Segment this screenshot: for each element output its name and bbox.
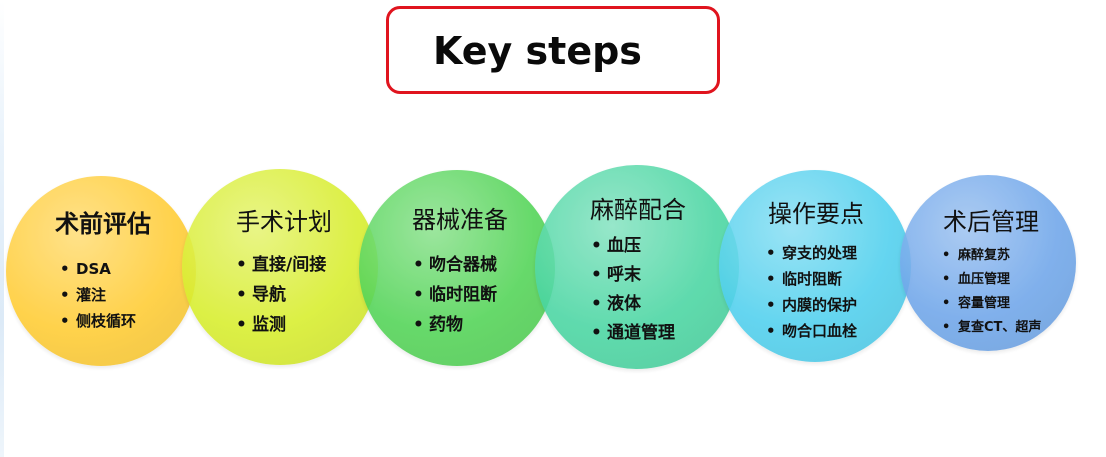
bullet-icon: • [766, 244, 776, 262]
step-item-label: 临时阻断 [782, 270, 843, 288]
step-item-label: 容量管理 [958, 296, 1011, 311]
step-item-label: 麻醉复苏 [958, 248, 1011, 263]
bullet-icon: • [413, 315, 424, 335]
step-title-3: 器械准备 [412, 206, 508, 234]
bullet-icon: • [942, 248, 951, 263]
step-item: • 复查CT、超声 [940, 316, 1041, 340]
step-circle-6 [900, 175, 1076, 351]
bullet-icon: • [942, 272, 951, 287]
bullet-icon: • [60, 260, 70, 278]
step-item-label: 复查CT、超声 [958, 320, 1042, 335]
step-title-4: 麻醉配合 [590, 196, 686, 224]
bullet-icon: • [236, 255, 247, 275]
step-item-label: 吻合器械 [429, 255, 497, 275]
step-item: •导航 [234, 280, 326, 310]
bullet-icon: • [766, 296, 776, 314]
step-items-1: • DSA • 灌注 • 侧枝循环 [58, 256, 136, 334]
step-circle-5 [719, 170, 911, 362]
bullet-icon: • [413, 255, 424, 275]
step-item: • 吻合口血栓 [764, 318, 857, 344]
step-item-label: 吻合口血栓 [782, 322, 858, 340]
bullet-icon: • [591, 265, 602, 285]
bullet-icon: • [591, 323, 602, 343]
step-item: •血压 [589, 232, 675, 261]
step-item-label: 液体 [607, 294, 641, 314]
bullet-icon: • [591, 294, 602, 314]
step-item: •吻合器械 [411, 250, 497, 280]
step-item-label: 临时阻断 [429, 285, 497, 305]
step-item-label: 监测 [252, 315, 286, 335]
step-title-6: 术后管理 [943, 208, 1039, 236]
step-title-5: 操作要点 [768, 200, 864, 228]
step-items-2: •直接/间接•导航•监测 [234, 250, 326, 340]
bullet-icon: • [766, 270, 776, 288]
step-item-label: 侧枝循环 [76, 312, 137, 330]
step-item-label: 穿支的处理 [782, 244, 858, 262]
bullet-icon: • [591, 236, 602, 256]
left-edge-accent [0, 0, 4, 457]
step-circle-3 [359, 170, 555, 366]
bullet-icon: • [766, 322, 776, 340]
step-item: • 侧枝循环 [58, 308, 136, 334]
bullet-icon: • [60, 312, 70, 330]
bullet-icon: • [60, 286, 70, 304]
step-items-6: • 麻醉复苏 • 血压管理 • 容量管理 • 复查CT、超声 [940, 244, 1041, 340]
step-item-label: 导航 [252, 285, 286, 305]
step-items-3: •吻合器械•临时阻断•药物 [411, 250, 497, 340]
diagram-title: Key steps [433, 29, 642, 73]
bullet-icon: • [942, 320, 951, 335]
title-box: Key steps [386, 6, 720, 94]
step-item: •直接/间接 [234, 250, 326, 280]
bullet-icon: • [413, 285, 424, 305]
step-item: •药物 [411, 310, 497, 340]
step-item-label: 血压 [607, 236, 641, 256]
bullet-icon: • [942, 296, 951, 311]
step-item: • 血压管理 [940, 268, 1041, 292]
step-item: •通道管理 [589, 319, 675, 348]
step-item-label: 通道管理 [607, 323, 675, 343]
step-item: • 临时阻断 [764, 266, 857, 292]
bullet-icon: • [236, 315, 247, 335]
step-item-label: 血压管理 [958, 272, 1011, 287]
bullet-icon: • [236, 285, 247, 305]
step-circle-1 [6, 176, 196, 366]
step-item-label: 内膜的保护 [782, 296, 858, 314]
step-item: • 穿支的处理 [764, 240, 857, 266]
step-item: • 麻醉复苏 [940, 244, 1041, 268]
step-item: •液体 [589, 290, 675, 319]
step-item: •监测 [234, 310, 326, 340]
step-title-1: 术前评估 [55, 210, 151, 238]
step-item: •临时阻断 [411, 280, 497, 310]
step-item-label: DSA [76, 260, 111, 278]
step-items-5: • 穿支的处理 • 临时阻断 • 内膜的保护 • 吻合口血栓 [764, 240, 857, 344]
step-circle-4 [535, 165, 739, 369]
step-item: • DSA [58, 256, 136, 282]
step-item: • 容量管理 [940, 292, 1041, 316]
step-item-label: 药物 [429, 315, 463, 335]
step-item: •呼末 [589, 261, 675, 290]
step-item: • 内膜的保护 [764, 292, 857, 318]
step-item-label: 呼末 [607, 265, 641, 285]
step-circle-2 [182, 169, 378, 365]
step-item-label: 灌注 [76, 286, 107, 304]
step-item-label: 直接/间接 [252, 255, 327, 275]
step-items-4: •血压•呼末•液体•通道管理 [589, 232, 675, 348]
step-title-2: 手术计划 [236, 208, 332, 236]
step-item: • 灌注 [58, 282, 136, 308]
